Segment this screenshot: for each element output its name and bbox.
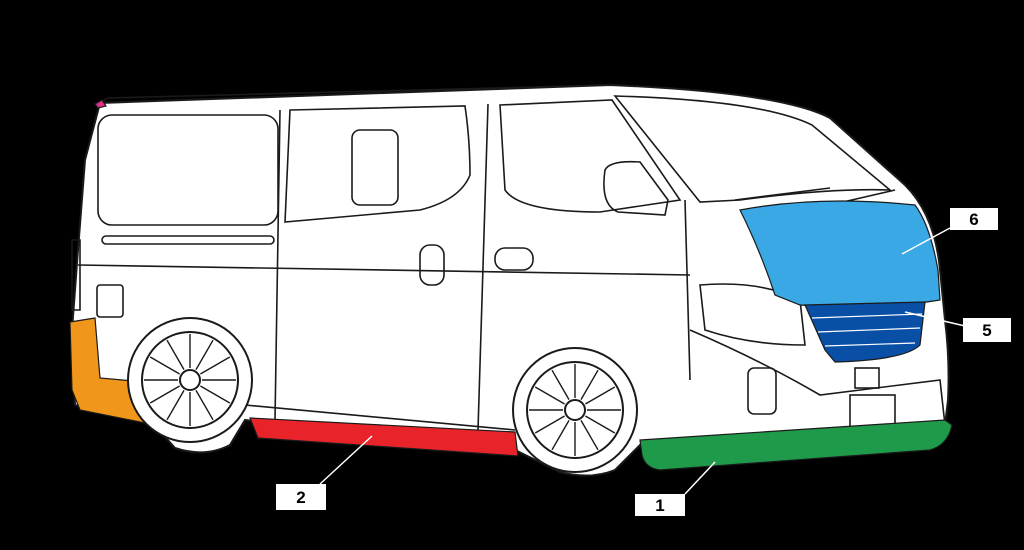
rim-spoke: [195, 390, 214, 421]
grille-slats: [811, 313, 923, 347]
rim-spoke: [534, 415, 565, 434]
callout-line-2: [319, 435, 373, 485]
rear-wheel: [127, 317, 253, 443]
emblem: [854, 367, 880, 389]
part-6-bonnet: [739, 200, 941, 308]
label-6-text: 6: [969, 210, 978, 229]
rim-spoke: [200, 356, 231, 375]
front-door-seam: [684, 199, 691, 381]
van-silhouette: [70, 83, 950, 477]
van-body: [70, 83, 950, 477]
rim-spoke: [195, 339, 214, 370]
rim-spoke: [580, 420, 599, 451]
rim-spoke: [585, 415, 616, 434]
fog-lamp: [747, 367, 777, 415]
label-1-text: 1: [655, 496, 664, 515]
slide-door-seam: [477, 103, 489, 431]
grille-slat: [811, 313, 923, 319]
rim-spoke: [149, 385, 180, 404]
rim-spoke: [551, 420, 570, 451]
rear-window: [97, 114, 279, 226]
slide-door-handle: [419, 244, 445, 286]
grille-slat: [824, 342, 916, 347]
rear-hub: [179, 369, 201, 391]
rim-spoke: [149, 356, 180, 375]
front-wheel: [512, 347, 638, 473]
front-door-handle: [494, 247, 534, 271]
rear-lamp: [71, 239, 81, 311]
part-1-front-lip: [639, 419, 953, 471]
slide-rail: [101, 235, 275, 245]
rim-spoke: [166, 390, 185, 421]
rear-door-seam: [274, 109, 281, 421]
label-2-text: 2: [296, 488, 305, 507]
rim-spoke: [580, 369, 599, 400]
side-character-line: [77, 264, 691, 276]
label-box-2: 2: [276, 484, 326, 510]
rim-spoke: [200, 385, 231, 404]
part-2-side-skirt: [249, 417, 519, 457]
rocker-line: [244, 404, 516, 431]
label-box-6: 6: [950, 208, 998, 230]
callout-line-5: [904, 311, 966, 327]
rim-spoke: [585, 386, 616, 405]
rim-spoke: [166, 339, 185, 370]
rim-spoke: [551, 369, 570, 400]
grille-slat: [817, 327, 921, 333]
rim-spoke: [534, 386, 565, 405]
slide-door-window: [284, 105, 471, 223]
headlamp: [699, 283, 806, 346]
front-bumper: [689, 329, 946, 426]
label-5-text: 5: [982, 321, 991, 340]
slide-door-small-window: [351, 129, 399, 206]
windshield: [613, 95, 893, 203]
label-box-5: 5: [963, 318, 1011, 342]
fuel-lid: [96, 284, 124, 318]
part-roof-tip: [94, 99, 107, 109]
callout-line-1: [684, 461, 716, 495]
front-hub: [564, 399, 586, 421]
wiper-1: [734, 187, 831, 201]
side-mirror: [603, 160, 669, 216]
label-box-1: 1: [635, 494, 685, 516]
callout-line-6: [901, 227, 951, 255]
